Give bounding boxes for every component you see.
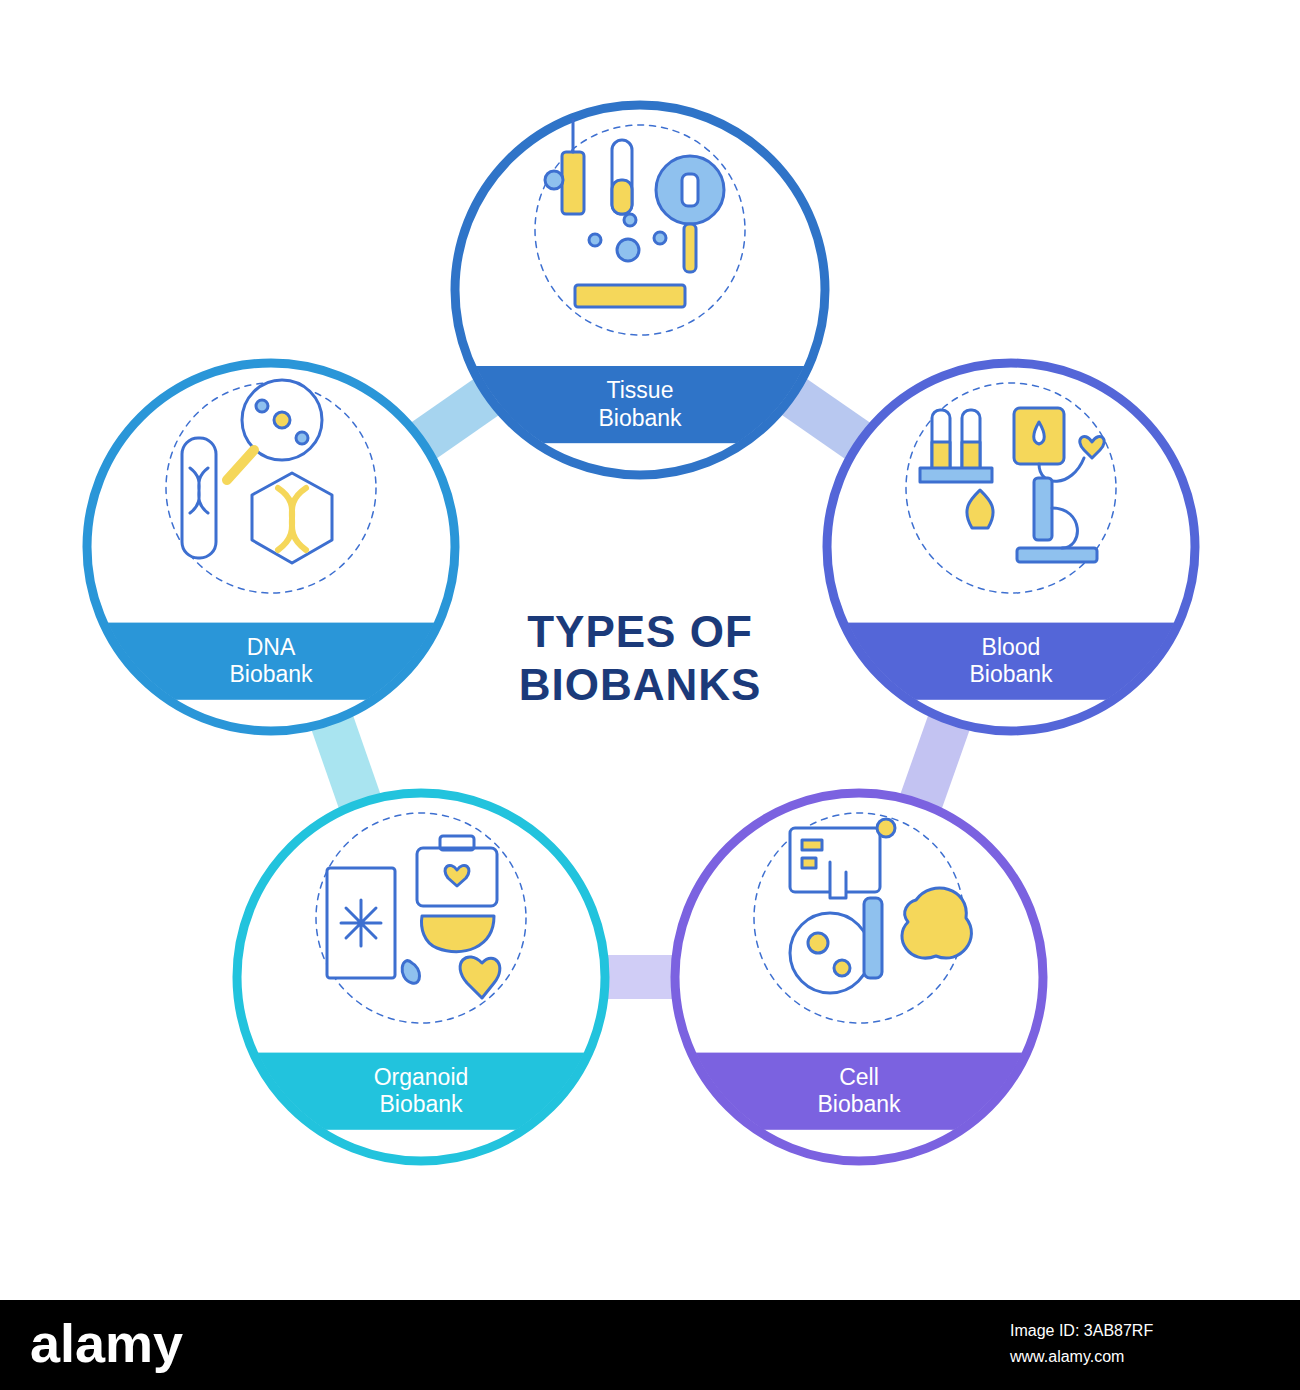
watermark-text: alamy: [30, 1312, 183, 1374]
node-label: Blood Biobank: [969, 634, 1052, 689]
icon: [754, 813, 971, 1023]
biobank-circle: Organoid Biobank: [232, 788, 610, 1166]
label-band: Blood Biobank: [822, 623, 1200, 700]
connector-band: [331, 720, 360, 804]
biobank-circle: Blood Biobank: [822, 358, 1200, 736]
connector-band: [791, 395, 860, 443]
title-block: TYPES OF BIOBANKS: [390, 606, 890, 712]
node-label: Cell Biobank: [817, 1064, 900, 1119]
label-band: Tissue Biobank: [450, 366, 830, 443]
biobank-circle: DNA Biobank: [82, 358, 460, 736]
connector-band: [421, 395, 489, 442]
connector-band: [920, 720, 950, 805]
watermark-text: www.alamy.com: [1010, 1348, 1124, 1366]
connector-band: [604, 955, 676, 999]
node-label: DNA Biobank: [229, 634, 312, 689]
icon: [906, 383, 1116, 593]
label-band: DNA Biobank: [82, 623, 460, 700]
label-band: Organoid Biobank: [232, 1053, 610, 1130]
biobank-circle: Tissue Biobank: [450, 100, 830, 480]
diagram-title: TYPES OF BIOBANKS: [490, 606, 790, 712]
icon: [535, 120, 745, 335]
node-label: Organoid Biobank: [374, 1064, 469, 1119]
node-label: Tissue Biobank: [598, 377, 681, 432]
biobank-circle: Cell Biobank: [670, 788, 1048, 1166]
watermark-text: Image ID: 3AB87RF: [1010, 1322, 1153, 1340]
label-band: Cell Biobank: [670, 1053, 1048, 1130]
watermark-bar: alamy Image ID: 3AB87RF www.alamy.com: [0, 1300, 1300, 1390]
icon: [316, 813, 526, 1023]
icon: [166, 380, 376, 593]
